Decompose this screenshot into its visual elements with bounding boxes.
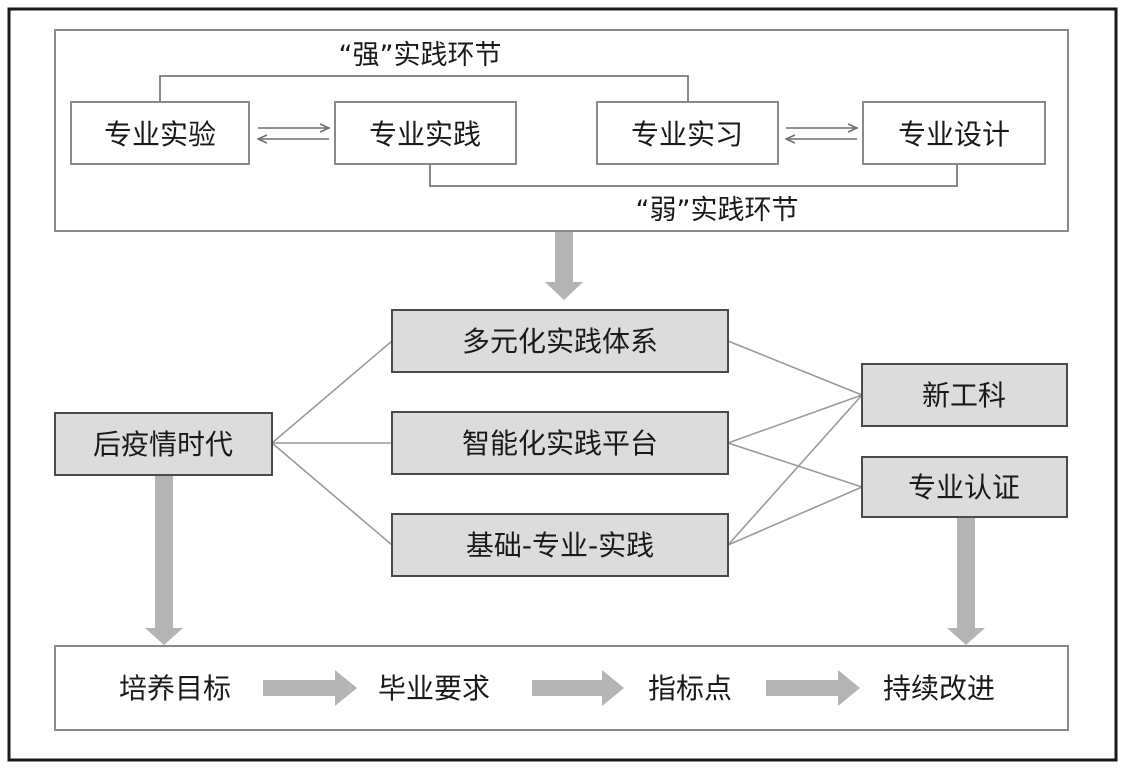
label-indicator-point: 指标点 xyxy=(648,672,732,705)
label-professional-certification: 专业认证 xyxy=(908,471,1020,504)
box-intelligent-practice-platform xyxy=(391,411,729,475)
box-professional-certification xyxy=(861,456,1068,518)
box-major-experiment xyxy=(70,101,250,165)
label-intelligent-practice-platform: 智能化实践平台 xyxy=(462,427,658,460)
label-new-engineering: 新工科 xyxy=(922,379,1006,412)
label-major-practice: 专业实践 xyxy=(369,118,481,151)
box-post-pandemic-era xyxy=(54,412,273,476)
double-arrow-right xyxy=(786,128,857,139)
label-continuous-improvement: 持续改进 xyxy=(883,672,995,705)
label-major-internship: 专业实习 xyxy=(631,118,743,151)
arrow-step-2-to-3 xyxy=(532,670,624,706)
label-graduation-requirement: 毕业要求 xyxy=(378,672,490,705)
label-diversified-practice-system: 多元化实践体系 xyxy=(462,325,658,358)
arrow-step-3-to-4 xyxy=(766,670,860,706)
connection-lines xyxy=(271,340,863,546)
box-major-internship xyxy=(596,101,779,165)
arrow-top-to-middle xyxy=(545,232,583,300)
box-new-engineering xyxy=(861,363,1068,427)
box-major-practice xyxy=(334,101,517,165)
arrow-step-1-to-2 xyxy=(263,670,357,706)
double-arrow-left xyxy=(258,128,329,139)
weak-practice-label: “弱”实践环节 xyxy=(636,195,799,226)
label-major-experiment: 专业实验 xyxy=(104,118,216,151)
label-foundation-major-practice: 基础-专业-实践 xyxy=(466,529,654,562)
strong-practice-label: “强”实践环节 xyxy=(339,40,502,71)
box-major-design xyxy=(862,101,1046,165)
weak-bracket xyxy=(429,164,958,187)
label-post-pandemic-era: 后疫情时代 xyxy=(93,428,233,461)
strong-bracket xyxy=(159,75,689,102)
label-training-goal: 培养目标 xyxy=(119,672,231,705)
box-foundation-major-practice xyxy=(391,513,729,577)
arrow-left-to-bottom xyxy=(145,476,183,645)
arrow-right-to-bottom xyxy=(947,518,985,645)
box-diversified-practice-system xyxy=(391,309,729,373)
label-major-design: 专业设计 xyxy=(898,118,1010,151)
